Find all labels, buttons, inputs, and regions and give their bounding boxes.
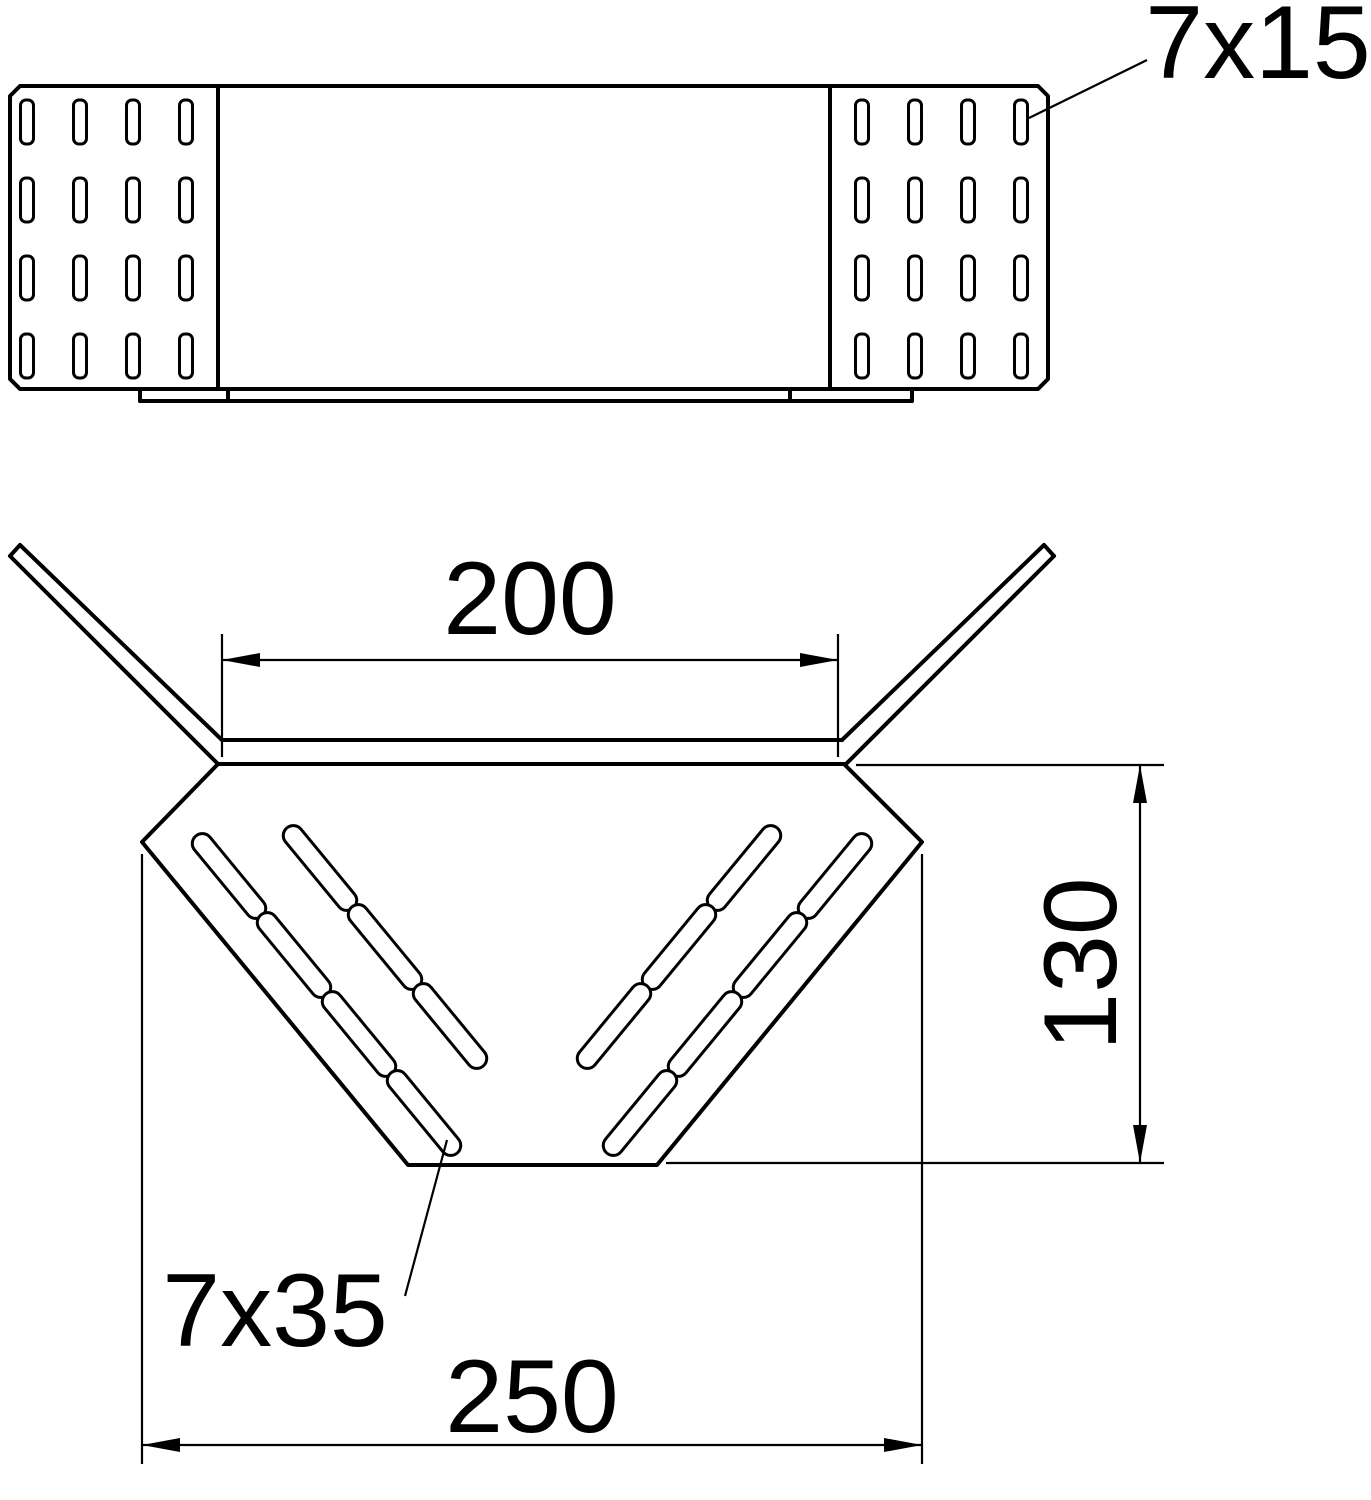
flange-end-cap [1042,543,1056,558]
leader-line-7x35 [403,1139,449,1297]
slot-7x15 [960,98,976,146]
leader-line-7x15 [1028,59,1148,119]
slot-7x15 [960,332,976,380]
slot-7x15 [854,98,870,146]
label-7x35: 7x35 [162,1253,388,1369]
flange-outer-edge [844,554,1056,766]
slot-7x15 [72,98,88,146]
dimension-text-200: 200 [443,541,617,657]
slot-7x15 [19,176,35,224]
slot-7x15 [19,98,35,146]
slot-7x15 [72,176,88,224]
front-view: 200 130 250 7x35 [8,541,1164,1464]
slot-7x15 [125,98,141,146]
slot-7x15 [1013,98,1029,146]
slot-7x15 [854,254,870,302]
slot-7x15 [19,332,35,380]
dimension-inner-width: 200 [220,541,840,757]
dimension-outer-width: 250 [140,854,924,1464]
dimension-height: 130 [666,763,1164,1165]
arrowhead-left [142,1438,180,1452]
label-7x15: 7x15 [1145,0,1371,101]
slot-7x15 [907,176,923,224]
slot-7x15 [854,332,870,380]
top-view: 7x15 [8,0,1371,403]
arrowhead-up [1133,765,1147,803]
arrowhead-left [222,653,260,667]
slot-7x15 [125,254,141,302]
slot-7x15 [907,254,923,302]
arrowhead-down [1133,1125,1147,1163]
slot-7x15 [1013,254,1029,302]
flange-end-cap [8,543,22,558]
rail-bottom-flange [138,387,914,403]
arrowhead-right [884,1438,922,1452]
slot-7x15 [960,176,976,224]
slot-7x15 [960,254,976,302]
flange-outer-edge [8,554,220,766]
slot-7x15 [178,332,194,380]
arrowhead-right [800,653,838,667]
slot-7x15 [854,176,870,224]
flange-inner-edge [840,543,1046,742]
slot-7x15 [1013,332,1029,380]
slot-7x15 [19,254,35,302]
dimension-text-130: 130 [1023,877,1139,1051]
slot-7x15 [907,332,923,380]
slot-7x15 [907,98,923,146]
rail-outline [8,84,1050,391]
slot-7x15 [72,332,88,380]
side-flange-left [8,543,224,766]
flange-inner-edge [18,543,224,742]
slot-7x15 [1013,176,1029,224]
base-plate-outline [140,762,924,1167]
side-flange-right [840,543,1056,766]
slot-7x15 [178,254,194,302]
slot-7x15 [125,332,141,380]
slot-7x15 [178,176,194,224]
slot-7x15 [125,176,141,224]
dimension-text-250: 250 [445,1339,619,1455]
slot-7x15 [72,254,88,302]
slot-7x15 [178,98,194,146]
